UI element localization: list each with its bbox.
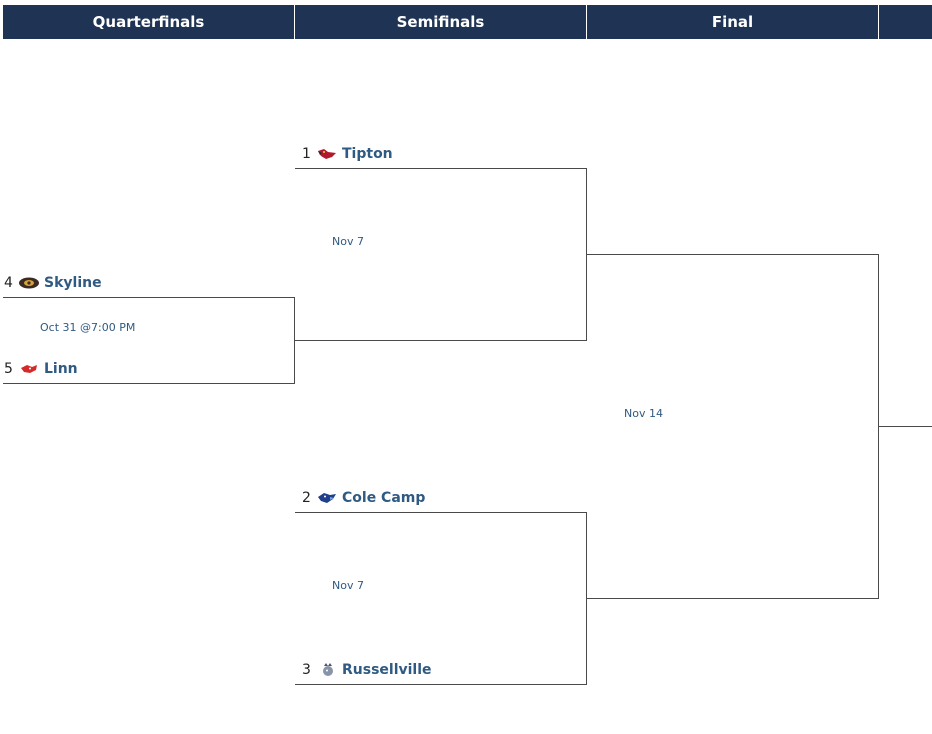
team-slot-skyline: 4 Skyline bbox=[4, 273, 102, 293]
team-slot-tipton: 1 Tipton bbox=[302, 144, 393, 164]
team-link-cole-camp[interactable]: Cole Camp bbox=[342, 490, 426, 506]
bracket-line bbox=[3, 297, 295, 298]
team-seed: 1 bbox=[302, 146, 311, 162]
team-seed: 2 bbox=[302, 490, 311, 506]
round-header-semifinals: Semifinals bbox=[295, 5, 586, 39]
bracket-line bbox=[295, 512, 587, 513]
bracket-line bbox=[586, 168, 587, 341]
bracket-line bbox=[295, 684, 587, 685]
team-link-skyline[interactable]: Skyline bbox=[44, 275, 102, 291]
team-seed: 3 bbox=[302, 662, 311, 678]
team-link-tipton[interactable]: Tipton bbox=[342, 146, 393, 162]
bracket-line bbox=[295, 168, 587, 169]
round-header-final: Final bbox=[587, 5, 878, 39]
bracket-line bbox=[294, 297, 295, 384]
team-slot-linn: 5 Linn bbox=[4, 359, 78, 379]
bracket-line bbox=[587, 598, 879, 599]
team-slot-cole-camp: 2 Cole Camp bbox=[302, 488, 425, 508]
bear-mascot-icon bbox=[18, 276, 40, 290]
bracket-line bbox=[3, 383, 295, 384]
cardinal-mascot-icon bbox=[316, 147, 338, 161]
team-seed: 4 bbox=[4, 275, 13, 291]
bracket-line bbox=[587, 254, 879, 255]
bracket-line bbox=[586, 512, 587, 685]
wolf-mascot-icon bbox=[18, 362, 40, 376]
game-date-sf2: Nov 7 bbox=[332, 579, 364, 592]
bluejay-mascot-icon bbox=[316, 491, 338, 505]
game-date-sf1: Nov 7 bbox=[332, 235, 364, 248]
indian-mascot-icon bbox=[316, 663, 338, 677]
game-date-qf: Oct 31 @7:00 PM bbox=[40, 321, 136, 334]
game-date-final: Nov 14 bbox=[624, 407, 663, 420]
team-link-linn[interactable]: Linn bbox=[44, 361, 78, 377]
round-header-champion bbox=[879, 5, 932, 39]
team-slot-russellville: 3 Russellville bbox=[302, 660, 432, 680]
round-header-quarterfinals: Quarterfinals bbox=[3, 5, 294, 39]
team-seed: 5 bbox=[4, 361, 13, 377]
team-link-russellville[interactable]: Russellville bbox=[342, 662, 432, 678]
bracket-line bbox=[879, 426, 932, 427]
bracket-line bbox=[878, 254, 879, 599]
bracket-line bbox=[295, 340, 587, 341]
